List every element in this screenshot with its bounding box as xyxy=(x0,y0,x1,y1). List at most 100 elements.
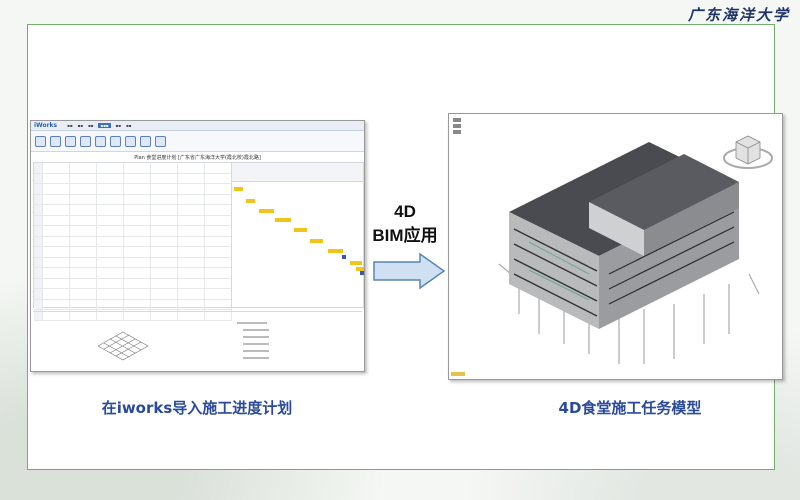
table-cell xyxy=(205,299,232,309)
right-caption: 4D食堂施工任务模型 xyxy=(558,399,702,417)
table-cell xyxy=(97,194,124,204)
table-cell xyxy=(97,257,124,267)
table-cell xyxy=(70,278,97,288)
ribbon-button[interactable] xyxy=(125,135,136,147)
app-ribbon xyxy=(31,131,364,152)
menu-item-active[interactable]: ▪▪▪ xyxy=(98,123,111,128)
table-row[interactable] xyxy=(34,184,232,195)
app-titlebar: iWorks ▪▪ ▪▪ ▪▪ ▪▪▪ ▪▪ ▪▪ xyxy=(31,121,364,131)
table-cell xyxy=(124,278,151,288)
table-cell xyxy=(178,163,205,173)
toolbar-button[interactable] xyxy=(453,130,461,134)
ribbon-button[interactable] xyxy=(110,135,121,147)
table-row[interactable] xyxy=(34,194,232,205)
table-cell xyxy=(124,236,151,246)
table-cell xyxy=(43,236,70,246)
ribbon-button[interactable] xyxy=(35,135,46,147)
table-cell xyxy=(43,163,70,173)
table-row[interactable] xyxy=(34,226,232,237)
ribbon-button[interactable] xyxy=(50,135,61,147)
table-cell xyxy=(178,215,205,225)
table-row[interactable] xyxy=(34,278,232,289)
table-cell xyxy=(178,236,205,246)
table-cell xyxy=(124,226,151,236)
table-cell xyxy=(43,278,70,288)
tree-list xyxy=(233,318,353,366)
menu-item[interactable]: ▪▪ xyxy=(87,123,94,128)
gantt-bar[interactable] xyxy=(310,239,323,243)
table-cell xyxy=(70,194,97,204)
table-cell xyxy=(34,289,43,299)
table-cell xyxy=(151,247,178,257)
table-cell xyxy=(205,268,232,278)
table-cell xyxy=(43,215,70,225)
table-row[interactable] xyxy=(34,310,232,321)
table-cell xyxy=(178,278,205,288)
right-arrow-icon xyxy=(373,252,446,290)
table-row[interactable] xyxy=(34,163,232,174)
center-label-line1: 4D xyxy=(394,202,416,221)
table-row[interactable] xyxy=(34,289,232,300)
gantt-bar[interactable] xyxy=(328,249,343,253)
gantt-milestone[interactable] xyxy=(360,271,364,275)
menu-item[interactable]: ▪▪ xyxy=(67,123,73,128)
table-cell xyxy=(124,173,151,183)
gantt-bar[interactable] xyxy=(246,199,255,203)
table-cell xyxy=(151,205,178,215)
table-cell xyxy=(34,226,43,236)
table-row[interactable] xyxy=(34,205,232,216)
table-cell xyxy=(34,278,43,288)
gantt-bar[interactable] xyxy=(294,228,307,232)
gantt-bar[interactable] xyxy=(350,261,362,265)
toolbar-button[interactable] xyxy=(453,118,461,122)
table-cell xyxy=(97,268,124,278)
gantt-bar[interactable] xyxy=(356,267,364,271)
left-caption: 在iworks导入施工进度计划 xyxy=(101,399,293,417)
status-indicator xyxy=(451,372,465,376)
ribbon-button[interactable] xyxy=(80,135,91,147)
table-row[interactable] xyxy=(34,173,232,184)
table-cell xyxy=(178,205,205,215)
gantt-bar[interactable] xyxy=(259,209,274,213)
view-cube-icon[interactable] xyxy=(722,128,774,174)
table-cell xyxy=(70,299,97,309)
table-row[interactable] xyxy=(34,236,232,247)
table-cell xyxy=(34,268,43,278)
table-cell xyxy=(97,247,124,257)
table-cell xyxy=(151,184,178,194)
viewer-toolbar xyxy=(453,118,463,140)
menu-item[interactable]: ▪▪ xyxy=(125,123,132,128)
table-cell xyxy=(178,226,205,236)
gantt-milestone[interactable] xyxy=(342,255,346,259)
table-cell xyxy=(124,257,151,267)
table-row[interactable] xyxy=(34,257,232,268)
gantt-bar[interactable] xyxy=(275,218,291,222)
ribbon-button[interactable] xyxy=(65,135,76,147)
table-cell xyxy=(97,236,124,246)
table-cell xyxy=(34,215,43,225)
ribbon-button[interactable] xyxy=(155,135,166,147)
table-row[interactable] xyxy=(34,247,232,258)
schedule-table xyxy=(33,162,233,321)
table-cell xyxy=(124,215,151,225)
ribbon-button[interactable] xyxy=(140,135,151,147)
ribbon-button[interactable] xyxy=(95,135,106,147)
toolbar-button[interactable] xyxy=(453,124,461,128)
table-cell xyxy=(34,236,43,246)
table-cell xyxy=(178,289,205,299)
menu-item[interactable]: ▪▪ xyxy=(115,123,121,128)
table-cell xyxy=(43,257,70,267)
table-row[interactable] xyxy=(34,268,232,279)
menu-item[interactable]: ▪▪ xyxy=(77,123,83,128)
gantt-bar[interactable] xyxy=(234,187,243,191)
table-cell xyxy=(151,173,178,183)
table-cell xyxy=(43,194,70,204)
table-cell xyxy=(151,194,178,204)
table-cell xyxy=(70,226,97,236)
table-row[interactable] xyxy=(34,299,232,310)
table-row[interactable] xyxy=(34,215,232,226)
table-cell xyxy=(70,310,97,320)
table-cell xyxy=(97,205,124,215)
table-cell xyxy=(43,226,70,236)
table-cell xyxy=(43,247,70,257)
